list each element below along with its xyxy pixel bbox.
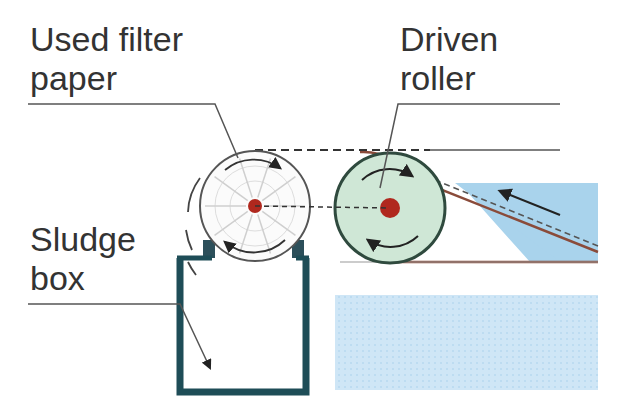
leader-line [380, 104, 560, 188]
part-label: Driven roller [400, 20, 520, 98]
vibration-mark [186, 230, 192, 250]
frame-line [430, 149, 560, 151]
roll-texture [262, 177, 295, 201]
sludge-box [180, 258, 306, 392]
roll-texture [240, 215, 253, 254]
roll-texture [215, 177, 248, 201]
roll-texture [205, 205, 246, 207]
filter-paper-edge [425, 176, 598, 246]
roll-texture [262, 211, 295, 235]
leader-line [28, 104, 238, 158]
drive-link [255, 206, 390, 208]
travel-arrow [500, 191, 560, 215]
paper-dashed [255, 149, 430, 151]
roll-texture [215, 211, 248, 235]
part-label: Used filter paper [30, 20, 187, 98]
tank-water [455, 183, 600, 262]
tank-lower [335, 295, 598, 390]
leader-line [28, 304, 210, 368]
vibration-mark [188, 178, 200, 212]
roll-texture [240, 158, 253, 197]
roll-texture [258, 215, 271, 254]
vibration-mark [188, 262, 196, 275]
part-label: Sludge box [30, 220, 160, 298]
roll-texture [258, 158, 271, 197]
